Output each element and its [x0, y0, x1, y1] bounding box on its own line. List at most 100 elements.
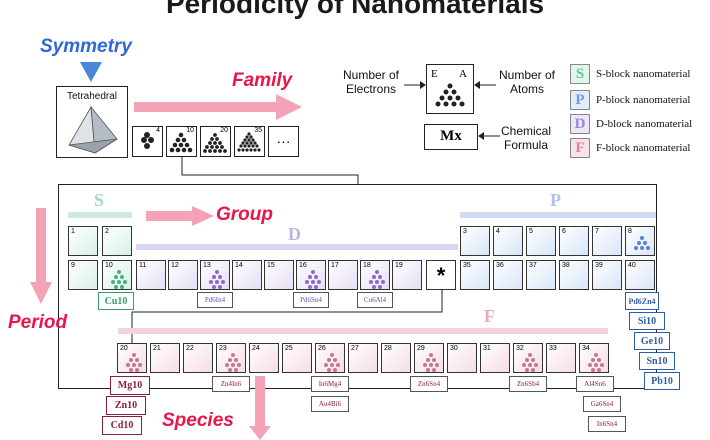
- cell-28: 28: [381, 343, 411, 373]
- period-label: Period: [8, 312, 68, 333]
- symmetry-down-arrow: [80, 62, 102, 82]
- chemical-formula-label: Chemical Formula: [500, 124, 551, 152]
- formula-zn6sn4: Zn6Sn4: [410, 376, 448, 392]
- cell-1: 1: [68, 226, 98, 256]
- f-block-connector: [131, 290, 443, 344]
- formula-ga6sn4: Ga6Sn4: [583, 396, 621, 412]
- f-block-label: F: [484, 306, 495, 326]
- formula-in6sn4: In6Sn4: [588, 416, 626, 432]
- cell-36: 36: [493, 260, 523, 290]
- legend-s-badge: S: [570, 64, 590, 84]
- f-block-bar: [118, 328, 608, 334]
- p-block-label: P: [550, 190, 561, 210]
- legend-f-text: F-block nanomaterial: [596, 142, 691, 154]
- cell-13: 13: [200, 260, 230, 290]
- legend-d-badge: D: [570, 114, 590, 134]
- formula-au4bi6: Au4Bi6: [311, 396, 349, 412]
- formula-zn6sb4: Zn6Sb4: [509, 376, 547, 392]
- cell-35: 35: [460, 260, 490, 290]
- number-of-electrons-label: Number of Electrons: [342, 68, 400, 96]
- formula-pd6zn4: Pd6Zn4: [625, 292, 659, 310]
- formula-zn4in6: Zn4In6: [212, 376, 250, 392]
- cell-18: 18: [360, 260, 390, 290]
- family-cluster-35: 35: [234, 126, 265, 157]
- legend-s-text: S-block nanomaterial: [596, 68, 691, 80]
- formula-si10: Si10: [629, 312, 665, 330]
- cell-37: 37: [526, 260, 556, 290]
- formula-pb10: Pb10: [644, 372, 680, 390]
- lanthanide-placeholder: *: [426, 260, 456, 290]
- d-block-label: D: [288, 224, 301, 244]
- cell-32: 32: [513, 343, 543, 373]
- group-label: Group: [216, 204, 273, 225]
- p-block-bar: [460, 212, 656, 218]
- family-arrow: [134, 94, 302, 120]
- legend-p-badge: P: [570, 90, 590, 110]
- element-key-box: E A: [426, 64, 474, 114]
- cell-20: 20: [117, 343, 147, 373]
- cell-34: 34: [579, 343, 609, 373]
- family-cluster-10: 10: [166, 126, 197, 157]
- formula-cd10: Cd10: [102, 416, 142, 435]
- cell-24: 24: [249, 343, 279, 373]
- cell-27: 27: [348, 343, 378, 373]
- cell-29: 29: [414, 343, 444, 373]
- cell-19: 19: [392, 260, 422, 290]
- s-block-label: S: [94, 190, 105, 210]
- formula-ge10: Ge10: [634, 332, 670, 350]
- cell-40: 40: [625, 260, 655, 290]
- formula-zn10: Zn10: [106, 396, 146, 415]
- legend-d-text: D-block nanomaterial: [596, 118, 693, 130]
- cell-2: 2: [102, 226, 132, 256]
- tetrahedral-box: Tetrahedral: [56, 86, 128, 158]
- formula-al4sn6: Al4Sn6: [576, 376, 614, 392]
- legend-p-text: P-block nanomaterial: [596, 94, 691, 106]
- formula-cu10: Cu10: [98, 292, 134, 310]
- group-arrow: [146, 206, 214, 226]
- family-label: Family: [232, 70, 293, 91]
- species-arrow: [249, 376, 271, 440]
- connector-line: [181, 157, 359, 185]
- period-arrow: [30, 208, 52, 304]
- cell-3: 3: [460, 226, 490, 256]
- s-block-bar: [68, 212, 132, 218]
- cell-26: 26: [315, 343, 345, 373]
- cell-39: 39: [592, 260, 622, 290]
- formula-cu6al4: Cu6Al4: [357, 292, 393, 308]
- cell-9: 9: [68, 260, 98, 290]
- cell-16: 16: [296, 260, 326, 290]
- symmetry-label: Symmetry: [40, 36, 132, 57]
- tetrahedral-label: Tetrahedral: [66, 91, 118, 102]
- cell-4: 4: [493, 226, 523, 256]
- cell-22: 22: [183, 343, 213, 373]
- cell-21: 21: [150, 343, 180, 373]
- cell-11: 11: [136, 260, 166, 290]
- d-block-bar: [136, 244, 458, 250]
- family-more: ···: [268, 126, 299, 157]
- cell-23: 23: [216, 343, 246, 373]
- family-cluster-4: 4: [132, 126, 163, 157]
- cell-14: 14: [232, 260, 262, 290]
- cell-8: 8: [625, 226, 655, 256]
- legend-f-badge: F: [570, 138, 590, 158]
- formula-in6mg4: In6Mg4: [311, 376, 349, 392]
- formula-mg10: Mg10: [110, 376, 150, 395]
- cell-33: 33: [546, 343, 576, 373]
- atoms-arrow: [474, 81, 496, 89]
- chemical-formula-box: Mx: [424, 124, 478, 150]
- family-cluster-20: 20: [200, 126, 231, 157]
- page-title: Periodicity of Nanomaterials: [165, 0, 545, 19]
- formula-pd6sn4: Pd6Sn4: [293, 292, 329, 308]
- electrons-arrow: [404, 81, 426, 89]
- cell-10: 10: [102, 260, 132, 290]
- number-of-atoms-label: Number of Atoms: [498, 68, 556, 96]
- species-label: Species: [162, 410, 234, 431]
- cell-7: 7: [592, 226, 622, 256]
- cell-30: 30: [447, 343, 477, 373]
- cell-25: 25: [282, 343, 312, 373]
- cell-12: 12: [168, 260, 198, 290]
- formula-arrow: [478, 132, 500, 140]
- cluster-icon: [435, 83, 465, 107]
- formula-pd6in4: Pd6In4: [197, 292, 233, 308]
- cell-38: 38: [559, 260, 589, 290]
